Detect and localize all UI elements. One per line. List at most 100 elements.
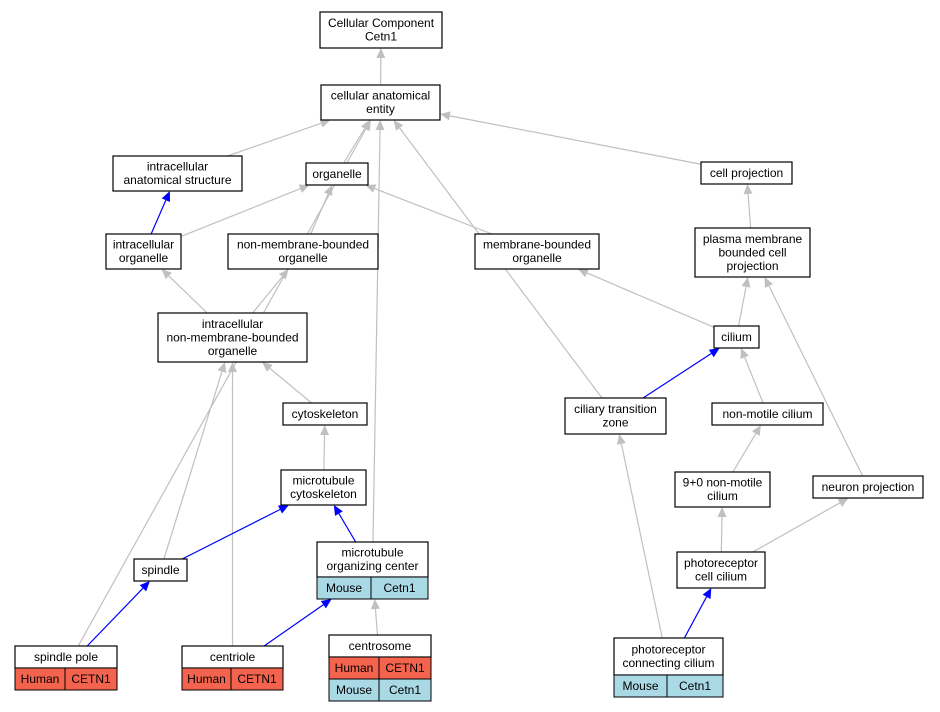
edge-arrowhead bbox=[375, 120, 385, 131]
node-spindle-label-line: spindle bbox=[141, 563, 179, 577]
node-cilium-box bbox=[713, 325, 760, 349]
node-inmbo: intracellularnon-membrane-boundedorganel… bbox=[157, 312, 308, 363]
species-label: Human bbox=[335, 661, 374, 675]
node-mbo-box bbox=[474, 233, 600, 270]
edge-line bbox=[449, 115, 702, 165]
node-neuronproj-box bbox=[812, 475, 924, 499]
edge-cilium-to-pmbcp bbox=[737, 277, 751, 327]
edge-arrowhead bbox=[577, 268, 589, 278]
species-label: Mouse bbox=[326, 581, 362, 595]
edge-prconn-to-prcc bbox=[683, 588, 712, 639]
edge-arrowhead bbox=[228, 362, 237, 372]
edge-cae-to-root bbox=[376, 48, 386, 86]
node-cyto-box bbox=[282, 402, 368, 426]
edge-arrowhead bbox=[361, 120, 371, 131]
node-cae-box bbox=[320, 84, 441, 121]
edge-arrowhead bbox=[333, 505, 343, 516]
node-ias-label-line: intracellular bbox=[147, 160, 208, 174]
node-mbo-label-line: membrane-bounded bbox=[483, 238, 591, 252]
edge-neuronproj-to-pmbcp bbox=[764, 277, 864, 477]
edge-inmbo-to-nmbo bbox=[252, 269, 289, 314]
edge-arrowhead bbox=[365, 184, 377, 193]
edge-arrowhead bbox=[376, 48, 386, 59]
node-nmc-box bbox=[711, 402, 824, 426]
edge-line bbox=[744, 357, 764, 404]
edge-arrowhead bbox=[764, 277, 774, 288]
edge-arrowhead bbox=[298, 184, 310, 193]
edge-arrowhead bbox=[278, 269, 289, 280]
edge-nmbo-to-organelle bbox=[310, 185, 333, 235]
node-root-box bbox=[319, 11, 443, 49]
node-centriole-label-line: centriole bbox=[210, 650, 256, 664]
edge-arrowhead bbox=[751, 425, 761, 436]
edge-arrowhead bbox=[217, 362, 227, 373]
species-label: Human bbox=[21, 672, 60, 686]
edge-line bbox=[586, 272, 715, 328]
edge-arrowhead bbox=[740, 348, 749, 359]
node-ias-label-line: anatomical structure bbox=[123, 173, 231, 187]
edge-arrowhead bbox=[320, 425, 330, 436]
edge-nine-to-nmc bbox=[732, 425, 761, 473]
node-nmbo-label-line: organelle bbox=[278, 251, 328, 265]
node-prconn-label-line: photoreceptor bbox=[631, 643, 705, 657]
node-prconn-gene-cell bbox=[666, 674, 724, 698]
node-ctz-box bbox=[564, 397, 667, 435]
edge-cyto-to-inmbo bbox=[262, 362, 313, 404]
edge-line bbox=[732, 433, 757, 473]
edge-arrowhead bbox=[741, 277, 751, 288]
edge-line bbox=[747, 193, 752, 229]
edge-ias-to-cae bbox=[227, 119, 331, 157]
edge-centriole-to-mtoc bbox=[263, 599, 332, 647]
node-pmbcp-label-line: projection bbox=[726, 259, 778, 273]
edge-line bbox=[150, 199, 167, 235]
edge-arrowhead bbox=[708, 348, 720, 358]
edge-mbo-to-organelle bbox=[365, 184, 493, 235]
node-mbo-label-line: organelle bbox=[512, 251, 562, 265]
edge-prcc-to-nine bbox=[717, 507, 727, 553]
node-cyto-label-line: cytoskeleton bbox=[292, 407, 359, 421]
edge-line bbox=[263, 604, 324, 647]
edge-arrowhead bbox=[139, 581, 150, 592]
edge-arrowhead bbox=[324, 185, 333, 196]
edge-cilium-to-mbo bbox=[577, 268, 715, 328]
node-root-label-line: Cetn1 bbox=[365, 30, 397, 44]
edge-centriole-to-inmbo bbox=[228, 362, 237, 646]
edge-arrowhead bbox=[702, 588, 712, 599]
edge-ctz-to-cilium bbox=[642, 348, 720, 399]
node-inmbo-label-line: organelle bbox=[208, 344, 258, 358]
edge-nmc-to-cilium bbox=[740, 348, 764, 404]
gene-symbol: CETN1 bbox=[237, 672, 277, 686]
edge-arrowhead bbox=[837, 498, 849, 507]
node-spole-gene-cell bbox=[64, 667, 118, 691]
edge-line bbox=[227, 122, 322, 157]
edge-line bbox=[86, 587, 144, 647]
edge-arrowhead bbox=[320, 599, 332, 609]
edge-arrowhead bbox=[440, 111, 451, 121]
edge-arrowhead bbox=[161, 269, 172, 280]
edge-line bbox=[163, 371, 223, 560]
node-organelle-label-line: organelle bbox=[312, 167, 362, 181]
node-mtoc-gene-cell bbox=[370, 576, 429, 600]
edge-line bbox=[181, 508, 281, 560]
node-mtoc-label-line: microtubule bbox=[341, 546, 403, 560]
node-nine-label-line: 9+0 non-motile bbox=[683, 476, 763, 490]
node-inmbo-label-line: intracellular bbox=[202, 317, 263, 331]
edge-arrowhead bbox=[743, 184, 753, 195]
node-ctz-label-line: zone bbox=[602, 416, 628, 430]
edge-spole-to-spindle bbox=[86, 581, 150, 647]
node-spindle: spindle bbox=[133, 558, 188, 582]
species-label: Human bbox=[187, 672, 226, 686]
node-cae-label-line: entity bbox=[366, 102, 395, 116]
node-ias-box bbox=[112, 155, 243, 192]
edge-arrowhead bbox=[393, 120, 404, 131]
node-mtoc-label-line: organizing center bbox=[326, 559, 418, 573]
edge-pmbcp-to-cellproj bbox=[743, 184, 753, 229]
species-label: Mouse bbox=[336, 683, 372, 697]
